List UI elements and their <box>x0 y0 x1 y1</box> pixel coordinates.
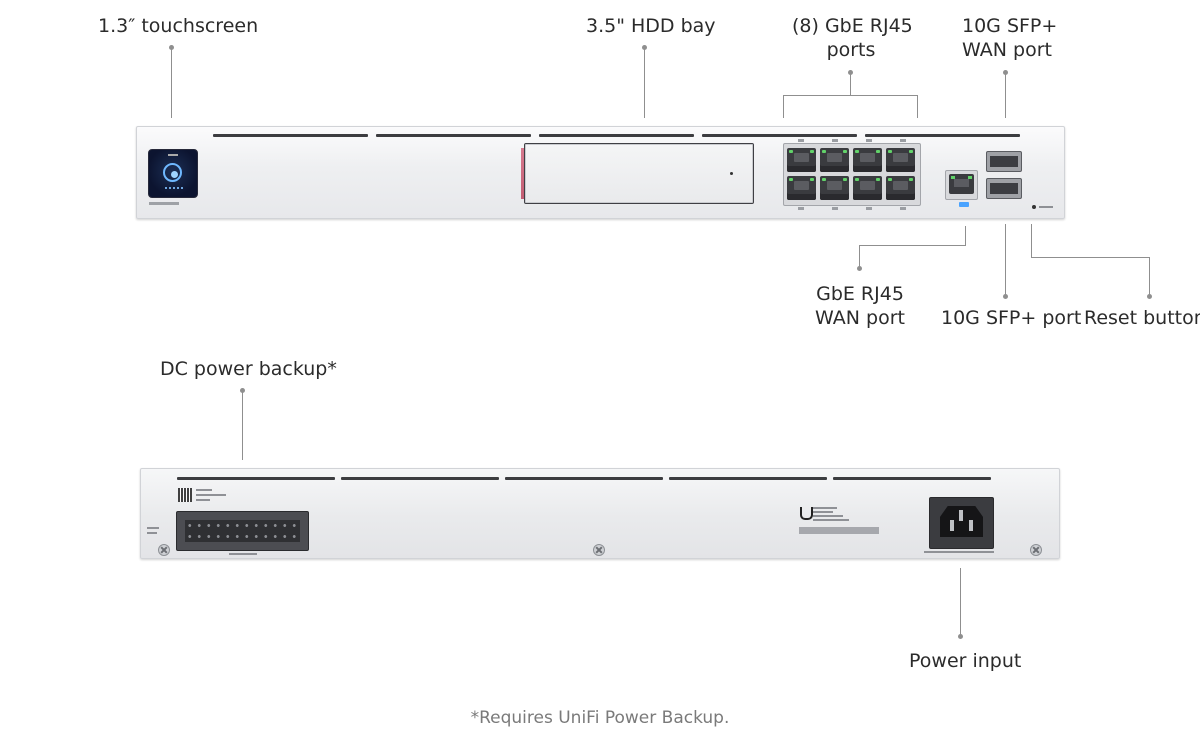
leader-line <box>1149 257 1150 296</box>
rj45-port <box>787 176 816 200</box>
bracket-line <box>783 95 784 118</box>
leader-dot <box>958 634 963 639</box>
qr-code <box>178 488 192 502</box>
sfp-wan-label: 10G SFP+WAN port <box>962 15 1058 61</box>
gbe-wan-port <box>945 170 978 200</box>
model-text <box>149 202 179 205</box>
leader-line <box>859 245 860 268</box>
rj45-port <box>853 176 882 200</box>
rj45-port <box>886 148 915 172</box>
reset-button <box>1032 205 1036 209</box>
rj45-port <box>853 148 882 172</box>
dc-backup-port <box>176 511 309 551</box>
leader-line <box>965 226 966 246</box>
leader-line <box>960 568 961 636</box>
sfp-port <box>986 178 1022 199</box>
reset-button-label: Reset button <box>1084 307 1200 329</box>
front-panel <box>136 126 1065 219</box>
leader-line <box>1005 224 1006 296</box>
leader-line <box>644 47 645 118</box>
power-input-port <box>929 497 994 549</box>
touchscreen-label: 1.3″ touchscreen <box>98 15 259 37</box>
rj45-port <box>787 148 816 172</box>
touchscreen-display <box>148 149 198 198</box>
hdd-bay-label: 3.5" HDD bay <box>586 15 716 37</box>
leader-line <box>1031 224 1032 258</box>
rj45-port <box>820 176 849 200</box>
leader-line <box>171 47 172 118</box>
gbe-port-block <box>783 143 921 206</box>
ubiquiti-logo-icon <box>800 507 813 520</box>
rj45-port <box>886 176 915 200</box>
sfp-wan-port <box>986 151 1022 172</box>
screw <box>1030 544 1042 556</box>
screw <box>593 544 605 556</box>
power-input-label: Power input <box>909 650 1022 672</box>
leader-dot <box>1147 294 1152 299</box>
footnote: *Requires UniFi Power Backup. <box>470 708 730 728</box>
leader-dot <box>1003 294 1008 299</box>
leader-line <box>859 245 966 246</box>
rear-panel <box>140 468 1060 559</box>
bracket-line <box>917 95 918 118</box>
hdd-bay <box>521 143 754 204</box>
rj45-port <box>820 148 849 172</box>
leader-line <box>1005 72 1006 118</box>
sfp-port-label: 10G SFP+ port <box>941 307 1082 329</box>
leader-dot <box>857 266 862 271</box>
bracket-line <box>783 95 918 96</box>
leader-line <box>242 390 243 460</box>
wan-badge <box>959 202 969 207</box>
dc-backup-label: DC power backup* <box>160 358 337 380</box>
leader-line <box>850 72 851 96</box>
leader-line <box>1031 257 1150 258</box>
screw <box>158 544 170 556</box>
